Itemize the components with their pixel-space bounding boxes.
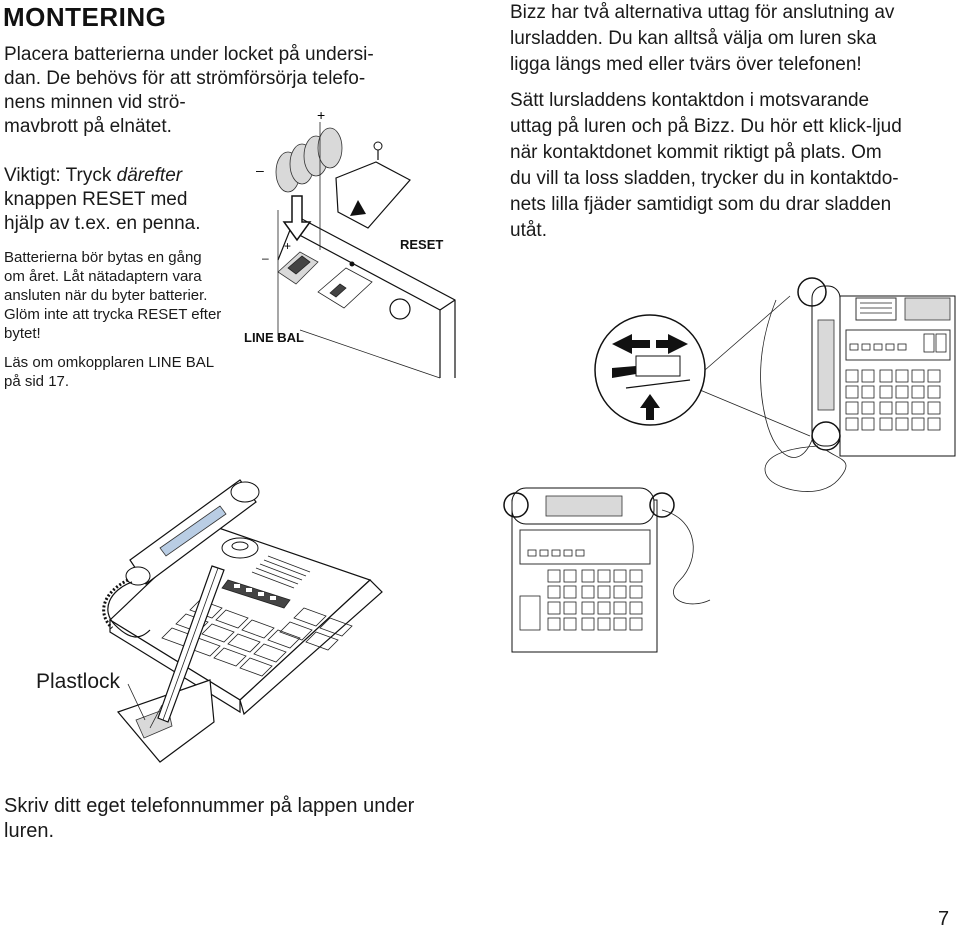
text-line: Sätt lursladdens kontaktdon i motsvarand… (510, 90, 870, 111)
text-line: knappen RESET med (4, 189, 188, 210)
emphasis-text: därefter (116, 165, 183, 186)
page-heading: MONTERING (3, 2, 167, 32)
plastic-cover-label: Plastlock (36, 670, 121, 693)
minus-sign: – (262, 251, 269, 265)
text-line: hjälp av t.ex. en penna. (4, 213, 201, 234)
text-line: nets lilla fjäder samtidigt som du drar … (510, 194, 892, 215)
reset-label: RESET (400, 237, 444, 252)
plus-sign: + (317, 107, 325, 123)
text-line: nens minnen vid strö- (4, 92, 186, 113)
plus-sign: + (284, 239, 291, 253)
text-line: om året. Låt nätadaptern vara (4, 268, 202, 285)
text-line: bytet! (4, 325, 41, 342)
text-line: Skriv ditt eget telefonnummer på lappen … (4, 795, 415, 817)
reset-instructions: Viktigt: Tryck därefter knappen RESET me… (4, 164, 264, 236)
line-bal-note: Läs om omkopplaren LINE BAL på sid 17. (4, 353, 264, 391)
text-line: Batterierna bör bytas en gång (4, 249, 202, 266)
text-line: Bizz har två alternativa uttag för anslu… (510, 2, 895, 23)
text-line: luren. (4, 820, 55, 842)
text-line: när kontaktdonet kommit riktigt på plats… (510, 142, 882, 163)
minus-sign: – (256, 162, 264, 178)
text-line: Läs om omkopplaren LINE BAL (4, 354, 215, 371)
text-line: på sid 17. (4, 373, 70, 390)
text-line: utåt. (510, 220, 547, 241)
figure-caption: Skriv ditt eget telefonnummer på lappen … (4, 794, 484, 844)
line-bal-label: LINE BAL (244, 330, 304, 345)
text-line: du vill ta loss sladden, trycker du in k… (510, 168, 899, 189)
text-span: Viktigt: Tryck (4, 165, 117, 186)
text-line: dan. De behövs för att strömförsörja tel… (4, 68, 366, 89)
battery-note: Batterierna bör bytas en gång om året. L… (4, 248, 264, 343)
page-number: 7 (938, 908, 950, 930)
connector-instructions: Sätt lursladdens kontaktdon i motsvarand… (510, 88, 960, 244)
text-line: mavbrott på elnätet. (4, 116, 172, 137)
text-line: Glöm inte att trycka RESET efter (4, 306, 222, 323)
text-line: uttag på luren och på Bizz. Du hör ett k… (510, 116, 902, 137)
text-line: lursladden. Du kan alltså välja om luren… (510, 28, 877, 49)
text-line: ligga längs med eller tvärs över telefon… (510, 54, 862, 75)
battery-instructions: Placera batterierna under locket på unde… (4, 43, 434, 139)
text-line: ansluten när du byter batterier. (4, 287, 208, 304)
text-line: Placera batterierna under locket på unde… (4, 44, 374, 65)
cord-instructions: Bizz har två alternativa uttag för anslu… (510, 0, 960, 78)
